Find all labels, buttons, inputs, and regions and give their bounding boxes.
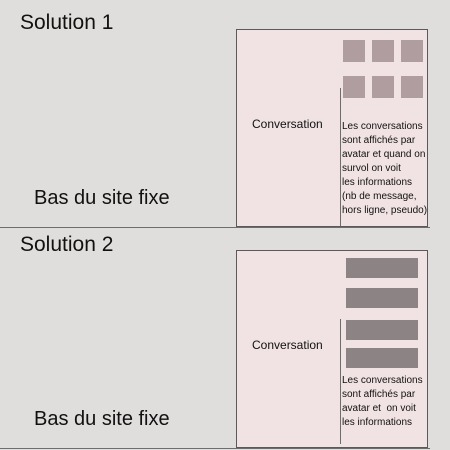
solution-1-title: Solution 1	[20, 11, 114, 34]
solution-2-panel: Conversation Les conversations sont affi…	[236, 250, 428, 448]
solution-1-avatar-4	[343, 76, 365, 98]
solution-2-bar-2	[346, 288, 418, 308]
solution-2-bar-1	[346, 258, 418, 278]
solution-1-avatar-5	[372, 76, 394, 98]
solution-1-avatar-3	[401, 40, 423, 62]
solution-1-avatar-6	[401, 76, 423, 98]
solution-1-panel-divider	[340, 88, 341, 226]
solution-1-avatar-1	[343, 40, 365, 62]
solution-1-footer-label: Bas du site fixe	[34, 187, 170, 209]
solution-1-conversation-label: Conversation	[252, 117, 323, 131]
solution-2-panel-divider	[340, 319, 341, 444]
solution-2-bar-4	[346, 348, 418, 368]
solution-2-bar-3	[346, 320, 418, 340]
solution-1-panel: Conversation Les conversations sont affi…	[236, 29, 428, 227]
solution-2-conversation-label: Conversation	[252, 338, 323, 352]
solution-1-avatar-2	[372, 40, 394, 62]
solution-2-note: Les conversations sont affichés par avat…	[342, 375, 423, 428]
solution-2-footer-label: Bas du site fixe	[34, 408, 170, 430]
solution-1-note: Les conversations sont affichés par avat…	[342, 121, 428, 216]
solution-2-bottom-line	[0, 448, 430, 449]
solution-2-title: Solution 2	[20, 233, 114, 256]
solution-1-bottom-line	[0, 227, 430, 228]
